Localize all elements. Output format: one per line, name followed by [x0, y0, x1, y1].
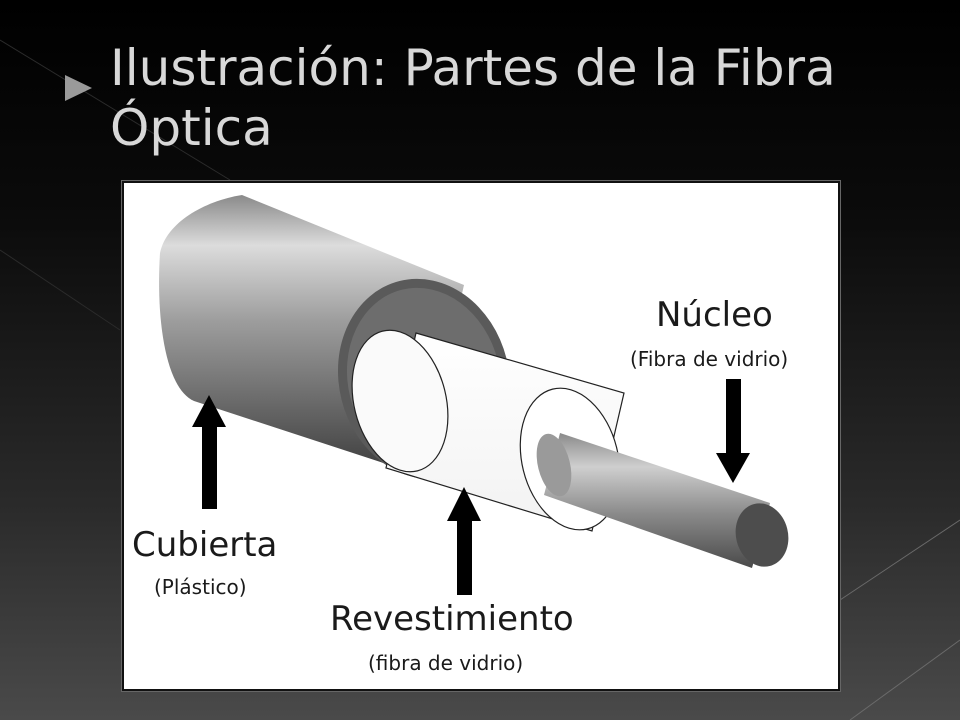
cladding-material-label: (fibra de vidrio) — [368, 651, 524, 675]
slide-title: Ilustración: Partes de la Fibra Óptica — [110, 38, 930, 158]
core-material-label: (Fibra de vidrio) — [630, 347, 789, 371]
arrow-up-icon — [192, 395, 226, 509]
core-layer — [536, 433, 789, 568]
slide-title-line-1: Ilustración: Partes de la Fibra — [110, 39, 836, 97]
cladding-label: Revestimiento — [330, 599, 574, 639]
title-bullet-arrow-icon — [65, 75, 92, 101]
slide-title-line-2: Óptica — [110, 99, 273, 157]
jacket-label: Cubierta — [132, 525, 278, 565]
arrow-down-icon — [716, 379, 750, 483]
core-label: Núcleo — [656, 295, 773, 335]
fiber-optic-diagram: Núcleo (Fibra de vidrio) Cubierta (Plást… — [122, 181, 840, 691]
fiber-optic-illustration — [159, 195, 789, 595]
jacket-material-label: (Plástico) — [154, 575, 247, 599]
arrow-up-icon — [447, 487, 481, 595]
